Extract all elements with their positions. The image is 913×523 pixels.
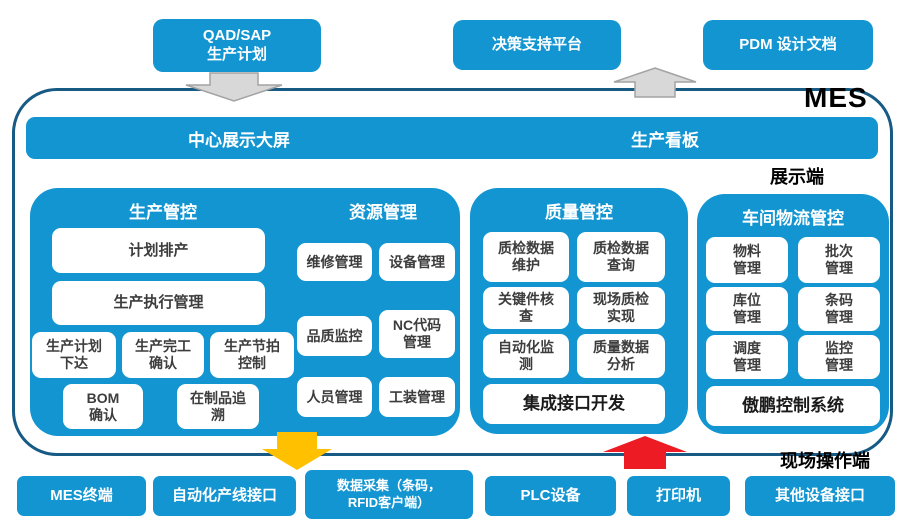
- monitoring-mgmt-box: 监控 管理: [798, 335, 880, 379]
- gray-up-arrow-shape: [613, 67, 697, 98]
- nc-code-mgmt-box: NC代码 管理: [379, 310, 455, 358]
- production-control-title: 生产管控: [129, 203, 197, 222]
- display-bar: 中心展示大屏 生产看板: [26, 117, 878, 159]
- plan-scheduling-box: 计划排产: [52, 228, 265, 273]
- yellow-down-arrow-shape: [262, 432, 332, 470]
- resource-mgmt-title: 资源管理: [349, 203, 417, 222]
- field-side-label: 现场操作端: [780, 451, 870, 471]
- data-collection-box: 数据采集（条码， RFID客户端）: [305, 470, 473, 519]
- dispatch-mgmt-box: 调度 管理: [706, 335, 788, 379]
- aopeng-control-box: 傲鹏控制系统: [706, 386, 880, 426]
- gray-down-arrow-shape: [185, 72, 283, 102]
- qc-data-query-box: 质检数据 查询: [577, 232, 665, 282]
- red-up-arrow: [603, 436, 687, 469]
- integration-interface-box: 集成接口开发: [483, 384, 665, 424]
- plc-device-box: PLC设备: [485, 476, 616, 516]
- mes-title: MES: [804, 82, 868, 113]
- gray-up-arrow: [613, 67, 697, 98]
- takt-control-box: 生产节拍 控制: [210, 332, 294, 378]
- logistics-control-title: 车间物流管控: [742, 209, 844, 228]
- logistics-control-panel: 车间物流管控 物料 管理 批次 管理 库位 管理 条码 管理 调度 管理 监控 …: [697, 194, 889, 434]
- qad-sap-box: QAD/SAP 生产计划: [153, 19, 321, 72]
- yellow-down-arrow: [262, 432, 332, 470]
- other-device-interface-box: 其他设备接口: [745, 476, 895, 516]
- barcode-mgmt-box: 条码 管理: [798, 287, 880, 331]
- gray-down-arrow: [185, 72, 283, 102]
- quality-control-panel: 质量管控 质检数据 维护 质检数据 查询 关键件核 查 现场质检 实现 自动化监…: [470, 188, 688, 434]
- personnel-mgmt-box: 人员管理: [297, 377, 372, 417]
- wip-trace-box: 在制品追 溯: [177, 384, 259, 429]
- location-mgmt-box: 库位 管理: [706, 287, 788, 331]
- center-screen-label: 中心展示大屏: [188, 130, 290, 150]
- decision-platform-box: 决策支持平台: [453, 20, 621, 70]
- auto-line-interface-box: 自动化产线接口: [153, 476, 296, 516]
- auto-monitoring-box: 自动化监 测: [483, 334, 569, 378]
- execution-mgmt-box: 生产执行管理: [52, 281, 265, 325]
- material-mgmt-box: 物料 管理: [706, 237, 788, 283]
- tooling-mgmt-box: 工装管理: [379, 377, 455, 417]
- production-resource-panel: 生产管控 资源管理 计划排产 生产执行管理 生产计划 下达 生产完工 确认 生产…: [30, 188, 460, 436]
- mes-terminal-box: MES终端: [17, 476, 146, 516]
- plan-release-box: 生产计划 下达: [32, 332, 116, 378]
- equipment-mgmt-box: 设备管理: [379, 243, 455, 281]
- printer-box: 打印机: [627, 476, 730, 516]
- quality-monitoring-box: 品质监控: [297, 316, 372, 356]
- qc-data-maintenance-box: 质检数据 维护: [483, 232, 569, 282]
- red-up-arrow-shape: [603, 436, 687, 469]
- production-board-label: 生产看板: [631, 130, 699, 150]
- display-side-label: 展示端: [770, 167, 824, 187]
- completion-confirm-box: 生产完工 确认: [122, 332, 204, 378]
- quality-control-title: 质量管控: [545, 203, 613, 222]
- bom-confirm-box: BOM 确认: [63, 384, 143, 429]
- pdm-box: PDM 设计文档: [703, 20, 873, 70]
- batch-mgmt-box: 批次 管理: [798, 237, 880, 283]
- quality-data-analysis-box: 质量数据 分析: [577, 334, 665, 378]
- key-part-check-box: 关键件核 查: [483, 287, 569, 329]
- onsite-qc-box: 现场质检 实现: [577, 287, 665, 329]
- maintenance-mgmt-box: 维修管理: [297, 243, 372, 281]
